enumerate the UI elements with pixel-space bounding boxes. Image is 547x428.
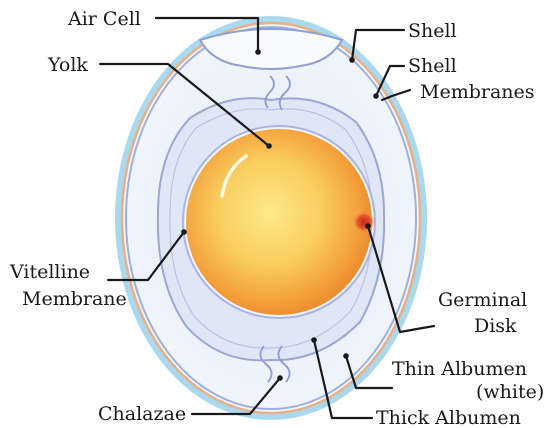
label-shell: Shell bbox=[408, 20, 457, 42]
shell-dot bbox=[349, 57, 355, 63]
yolk-dot bbox=[266, 143, 272, 149]
shell-membranes-dot bbox=[373, 93, 379, 99]
label-air-cell: Air Cell bbox=[67, 8, 141, 30]
label-chalazae: Chalazae bbox=[98, 403, 186, 425]
label-thin-albumen-line2: (white) bbox=[476, 381, 544, 403]
label-vitelline-line2: Membrane bbox=[22, 288, 127, 310]
yolk bbox=[186, 129, 372, 315]
vitelline-dot bbox=[181, 229, 187, 235]
germinal-disk bbox=[353, 211, 375, 233]
label-thick-albumen: Thick Albumen bbox=[376, 407, 521, 428]
label-vitelline-line1: Vitelline bbox=[9, 261, 90, 283]
label-thin-albumen-line1: Thin Albumen bbox=[392, 358, 527, 380]
label-shell-membranes-line2: Membranes bbox=[420, 81, 535, 103]
thin-albumen-dot bbox=[343, 353, 349, 359]
germinal-disk-dot bbox=[365, 223, 371, 229]
label-germinal-line1: Germinal bbox=[438, 289, 527, 311]
label-germinal-line2: Disk bbox=[474, 315, 517, 337]
air-cell-dot bbox=[255, 49, 261, 55]
chalazae-dot bbox=[277, 375, 283, 381]
label-shell-membranes-line1: Shell bbox=[408, 55, 457, 77]
thick-albumen-dot bbox=[311, 337, 317, 343]
label-yolk: Yolk bbox=[47, 54, 88, 76]
